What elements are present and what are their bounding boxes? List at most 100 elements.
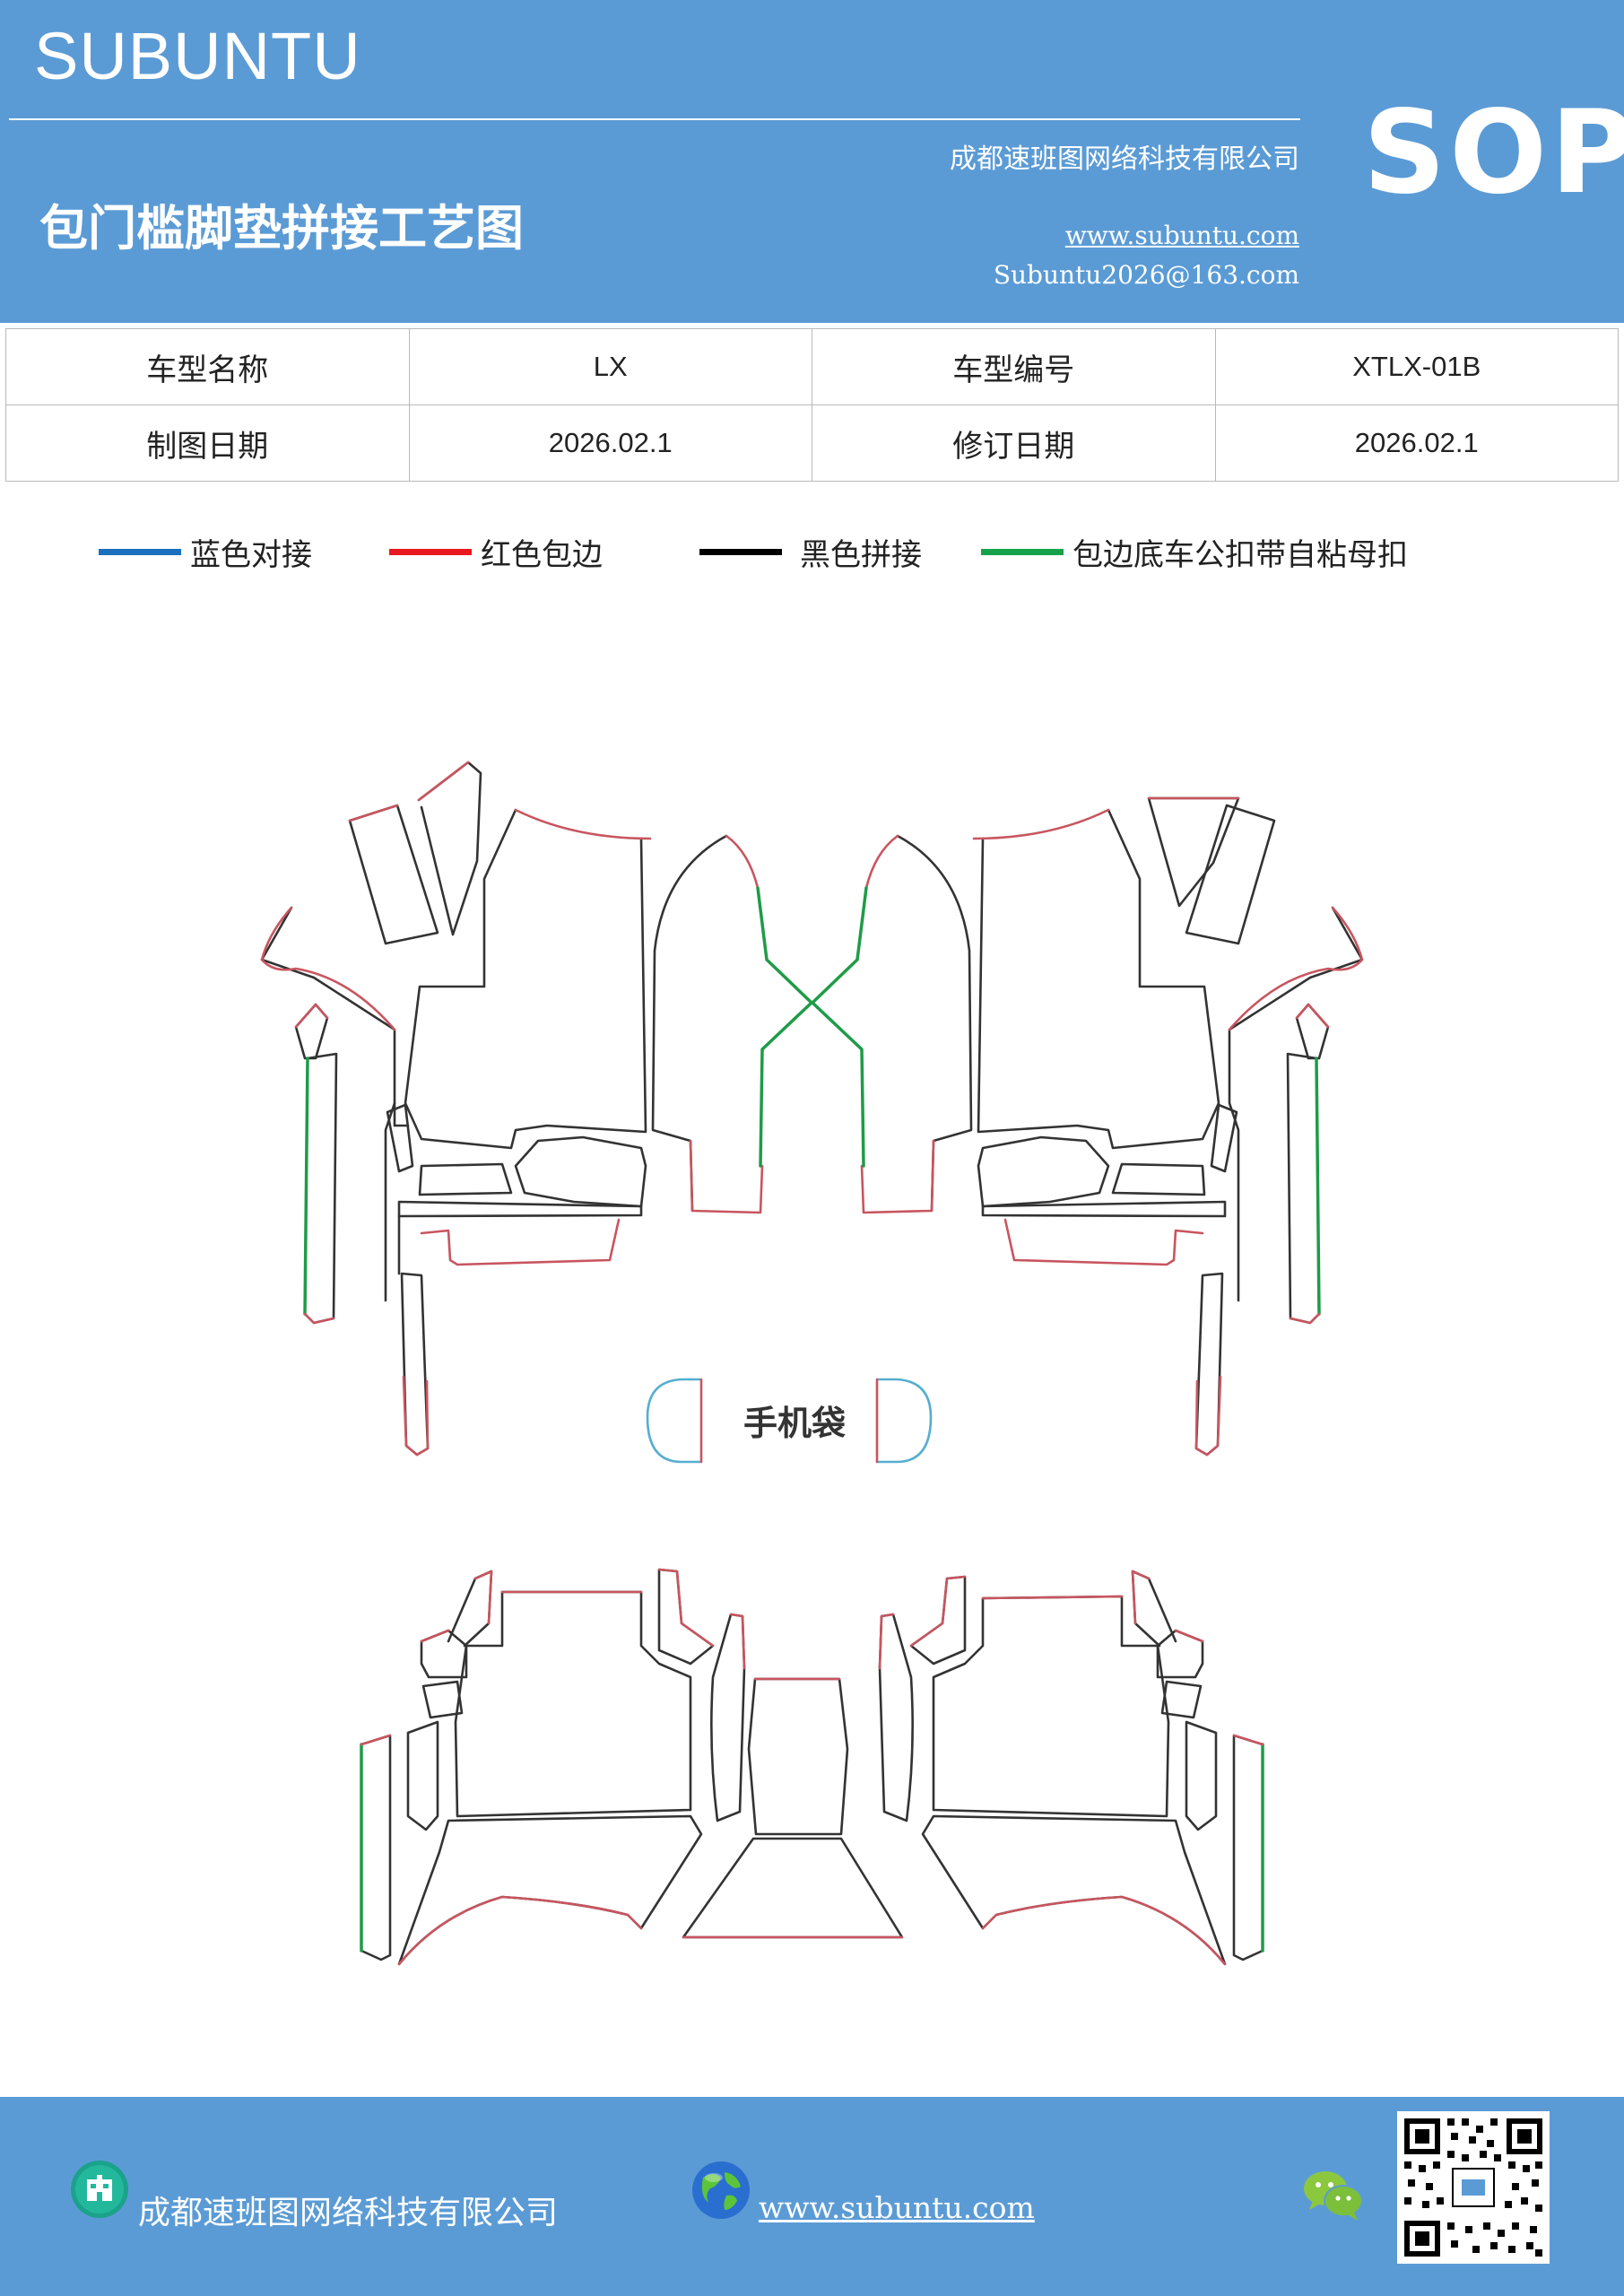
- mat-piece-edge: [348, 804, 399, 822]
- legend-swatch: [389, 548, 472, 555]
- page-footer: 成都速班图网络科技有限公司 www.subuntu.com: [0, 2097, 1624, 2296]
- table-row: 制图日期 2026.02.1 修订日期 2026.02.1: [5, 404, 1619, 482]
- mat-piece-edge: [417, 761, 470, 802]
- mat-piece-edge: [1315, 1057, 1321, 1316]
- website-link[interactable]: www.subuntu.com: [1064, 221, 1299, 250]
- mat-piece-edge: [657, 1568, 715, 1648]
- mat-piece: [1185, 1720, 1218, 1831]
- legend-item-green: 包边底车公扣带自粘母扣: [981, 520, 1408, 583]
- mat-piece: [657, 1568, 715, 1665]
- mat-piece: [393, 1101, 410, 1127]
- mat-piece: [1210, 1103, 1238, 1173]
- mat-piece: [404, 808, 647, 1150]
- mat-piece-edge: [878, 1613, 895, 1670]
- mat-piece: [386, 1103, 414, 1173]
- mat-piece-edge: [860, 1139, 935, 1214]
- legend-label: 蓝色对接: [190, 536, 312, 573]
- mat-piece-edge: [514, 808, 652, 840]
- footer-company-name: 成都速班图网络科技有限公司: [138, 2195, 559, 2231]
- mat-piece: [1111, 1162, 1206, 1196]
- mat-piece: [454, 1590, 692, 1818]
- mat-piece-edge: [1289, 1312, 1321, 1325]
- phone-pocket-group: 手机袋: [646, 1378, 933, 1464]
- footer-website-link[interactable]: www.subuntu.com: [759, 2190, 1035, 2225]
- page-header: SUBUNTU 成都速班图网络科技有限公司 包门槛脚垫拼接工艺图 www.sub…: [0, 0, 1624, 323]
- legend-swatch: [981, 548, 1064, 555]
- mat-piece: [878, 1613, 914, 1822]
- mat-piece-edge: [294, 1003, 329, 1029]
- phone-pocket-left: [646, 1378, 701, 1464]
- legend-item-blue: 蓝色对接: [99, 520, 312, 583]
- mat-piece-edge: [303, 1312, 335, 1325]
- phone-pocket-right: [877, 1378, 933, 1464]
- mat-piece: [682, 1837, 904, 1939]
- front-left-mat-group: [260, 761, 813, 1457]
- mat-piece: [1232, 1734, 1264, 1961]
- mat-piece-edge: [360, 1734, 392, 1746]
- mat-piece-edge: [402, 1375, 430, 1457]
- qr-code: [1397, 2111, 1550, 2264]
- legend-label: 黑色拼接: [800, 536, 922, 573]
- mat-piece: [1228, 906, 1364, 1302]
- mat-piece-edge: [1003, 1218, 1204, 1266]
- color-legend: 蓝色对接 红色包边 黑色拼接 包边底车公扣带自粘母扣: [0, 520, 1624, 583]
- model-code-value: XTLX-01B: [1214, 328, 1619, 405]
- page-title: 包门槛脚垫拼接工艺图: [39, 199, 524, 257]
- mat-piece-edge: [1131, 1570, 1151, 1625]
- mat-piece: [932, 1595, 1170, 1818]
- mat-piece-edge: [756, 886, 813, 1168]
- brand-name: SUBUNTU: [34, 19, 361, 93]
- legend-label: 红色包边: [481, 536, 603, 573]
- mat-piece-edge: [864, 834, 899, 890]
- revise-date-label: 修订日期: [812, 404, 1216, 482]
- mat-piece: [909, 1575, 967, 1665]
- revise-date-value: 2026.02.1: [1214, 404, 1619, 482]
- phone-pocket-label: 手机袋: [743, 1404, 846, 1443]
- legend-item-black: 黑色拼接: [699, 520, 922, 583]
- mat-piece: [406, 1720, 439, 1831]
- model-code-label: 车型编号: [812, 328, 1216, 405]
- mat-splicing-diagram: 手机袋: [260, 761, 1364, 1966]
- mat-piece-edge: [1174, 1629, 1204, 1643]
- mat-piece-edge: [1232, 1734, 1264, 1746]
- rear-left-mat-group: [360, 1568, 746, 1966]
- mat-piece-edge: [303, 1057, 309, 1316]
- mat-piece: [1185, 804, 1276, 945]
- mat-piece-edge: [725, 834, 760, 890]
- model-name-label: 车型名称: [5, 328, 410, 405]
- legend-swatch: [99, 548, 181, 555]
- mat-piece: [651, 834, 728, 1213]
- mat-piece-edge: [1295, 1003, 1330, 1029]
- wechat-icon: [1304, 2171, 1363, 2221]
- mat-piece-edge: [420, 1218, 621, 1266]
- draw-date-label: 制图日期: [5, 404, 410, 482]
- draw-date-value: 2026.02.1: [408, 404, 812, 482]
- mat-piece-edge: [909, 1575, 967, 1648]
- mat-piece: [360, 1734, 392, 1961]
- mat-piece-edge: [811, 886, 868, 1168]
- mat-piece-edge: [729, 1613, 746, 1670]
- mat-piece: [397, 1814, 703, 1966]
- legend-label: 包边底车公扣带自粘母扣: [1073, 536, 1408, 573]
- mat-piece: [977, 808, 1220, 1150]
- mat-piece-edge: [981, 1595, 1124, 1600]
- legend-swatch: [699, 548, 782, 555]
- front-right-mat-group: [811, 796, 1364, 1457]
- globe-icon: [692, 2161, 750, 2219]
- header-divider: [9, 118, 1300, 120]
- mat-piece-edge: [260, 906, 396, 1031]
- mat-piece-edge: [981, 1895, 1227, 1966]
- company-name: 成都速班图网络科技有限公司: [950, 144, 1299, 175]
- mat-piece: [418, 1162, 513, 1196]
- rear-right-mat-group: [878, 1570, 1264, 1966]
- mat-piece: [421, 1680, 464, 1719]
- mat-piece: [896, 834, 973, 1213]
- email-address: Subuntu2026@163.com: [993, 260, 1299, 290]
- mat-piece: [417, 761, 482, 936]
- building-icon: [71, 2161, 128, 2218]
- mat-piece: [981, 1200, 1227, 1218]
- mat-piece-edge: [689, 1139, 764, 1214]
- model-name-value: LX: [408, 328, 812, 405]
- mat-piece-edge: [1194, 1375, 1222, 1457]
- mat-piece: [260, 906, 396, 1302]
